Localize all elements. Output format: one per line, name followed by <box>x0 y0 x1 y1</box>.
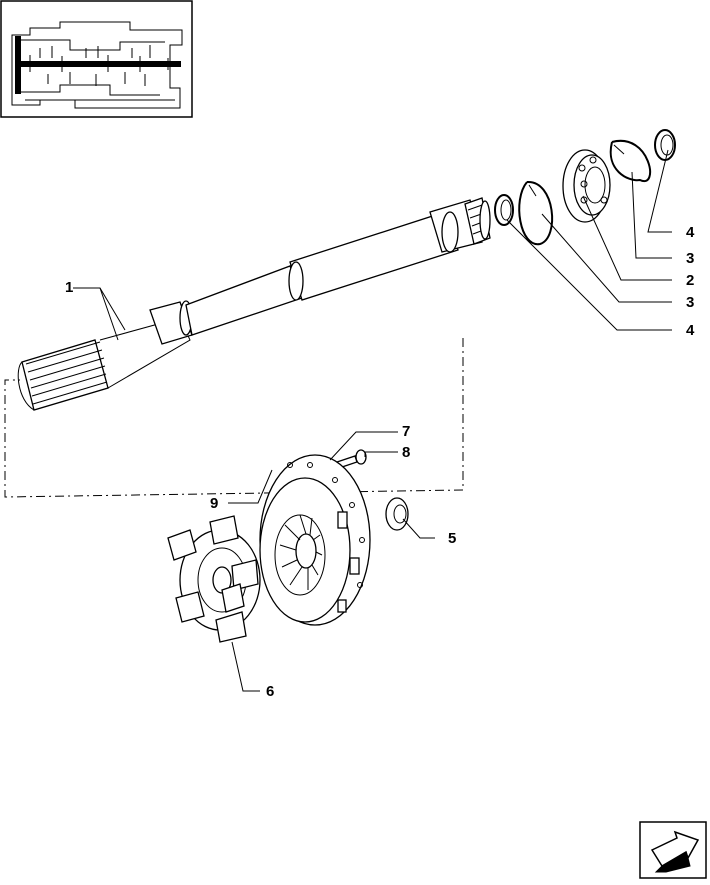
callout-pressure-plate: 9 <box>210 495 218 512</box>
spacer-inner[interactable] <box>494 194 514 226</box>
main-shaft[interactable] <box>17 197 491 411</box>
assembly-boundary-dashed <box>4 338 464 498</box>
callout-bearing: 2 <box>686 272 694 289</box>
bolt[interactable] <box>336 449 367 469</box>
next-page-arrow-icon <box>650 830 700 873</box>
callout-spacer-inner: 4 <box>686 322 695 339</box>
clutch-disc[interactable] <box>167 515 261 643</box>
circlip-inner[interactable] <box>518 180 553 246</box>
callout-spacer-outer: 4 <box>686 224 695 241</box>
ball-bearing[interactable] <box>562 149 611 223</box>
callout-washer: 5 <box>448 530 456 547</box>
transmission-thumbnail[interactable] <box>0 0 193 118</box>
next-page-button[interactable] <box>639 821 707 879</box>
callout-shaft: 1 <box>65 279 73 296</box>
spacer-outer[interactable] <box>654 129 676 161</box>
callout-circlip-outer: 3 <box>686 250 694 267</box>
callout-lock-washer: 7 <box>402 423 410 440</box>
leader-lines <box>73 149 672 692</box>
washer[interactable] <box>385 497 409 531</box>
pressure-plate[interactable] <box>259 454 371 626</box>
transmission-section-icon <box>11 21 183 109</box>
callout-clutch-disc: 6 <box>266 683 274 700</box>
circlip-outer[interactable] <box>609 139 652 183</box>
callout-bolt: 8 <box>402 444 410 461</box>
callout-circlip-inner: 3 <box>686 294 694 311</box>
callout-labels: 1 2 3 3 4 4 5 6 7 8 9 <box>65 224 695 700</box>
